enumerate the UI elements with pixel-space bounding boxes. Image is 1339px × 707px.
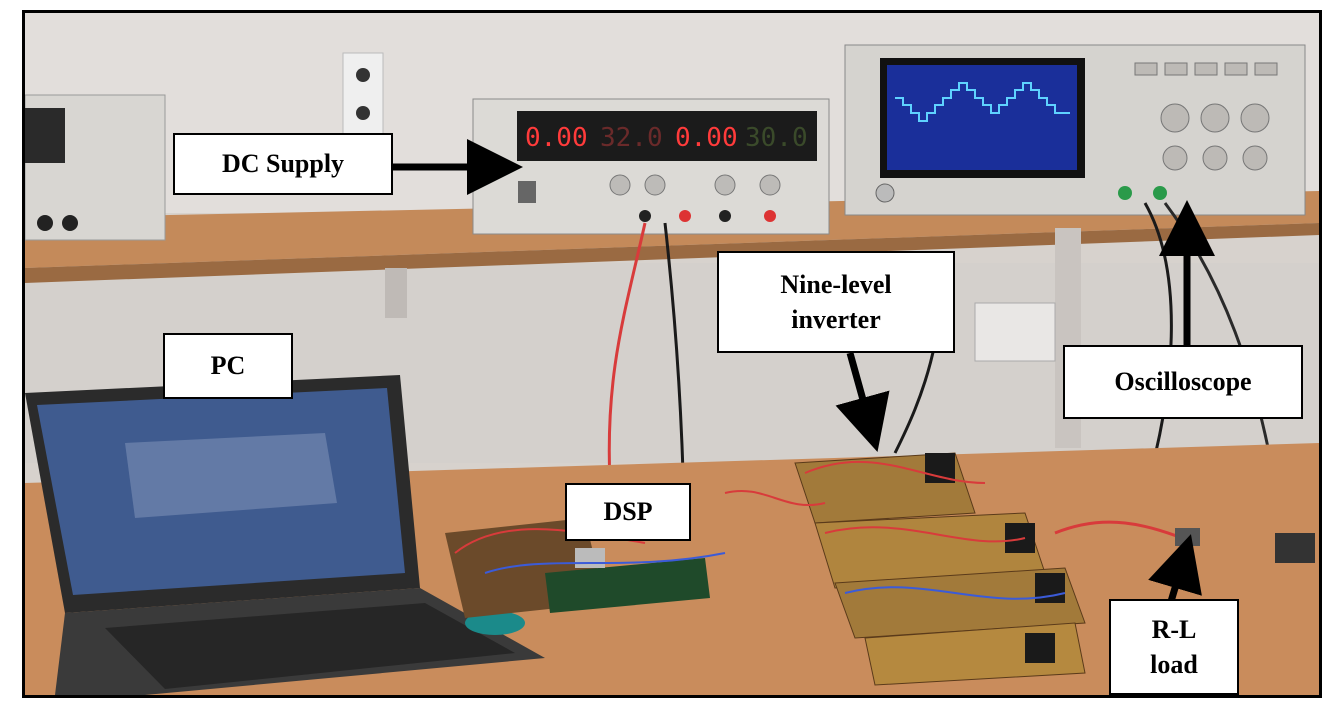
dsp-board [445,518,726,618]
wall-socket [974,302,1056,362]
oscilloscope-waveform [895,82,1070,122]
supply-readout-1: 0.00 [525,123,588,153]
label-dc-supply: DC Supply [173,133,393,195]
label-rl-load: R-L load [1109,599,1239,695]
oscilloscope-screen [887,65,1077,170]
red-cable [607,222,647,484]
laptop-keyboard [105,603,515,689]
label-dsp: DSP [565,483,691,541]
label-nine-level-inverter: Nine-level inverter [717,251,955,353]
inverter-stack [724,452,1086,686]
photo-frame: 0.00 32.0 0.00 30.0 [22,10,1322,698]
supply-readout-4: 30.0 [745,123,808,153]
laptop [25,375,545,695]
supply-readout-3: 0.00 [675,123,738,153]
lab-setup-photo: 0.00 32.0 0.00 30.0 [25,13,1319,695]
label-oscilloscope: Oscilloscope [1063,345,1303,419]
oscilloscope-unit [844,44,1306,216]
dc-supply-unit: 0.00 32.0 0.00 30.0 [472,98,830,235]
supply-readout-2: 32.0 [600,123,663,153]
label-pc: PC [163,333,293,399]
